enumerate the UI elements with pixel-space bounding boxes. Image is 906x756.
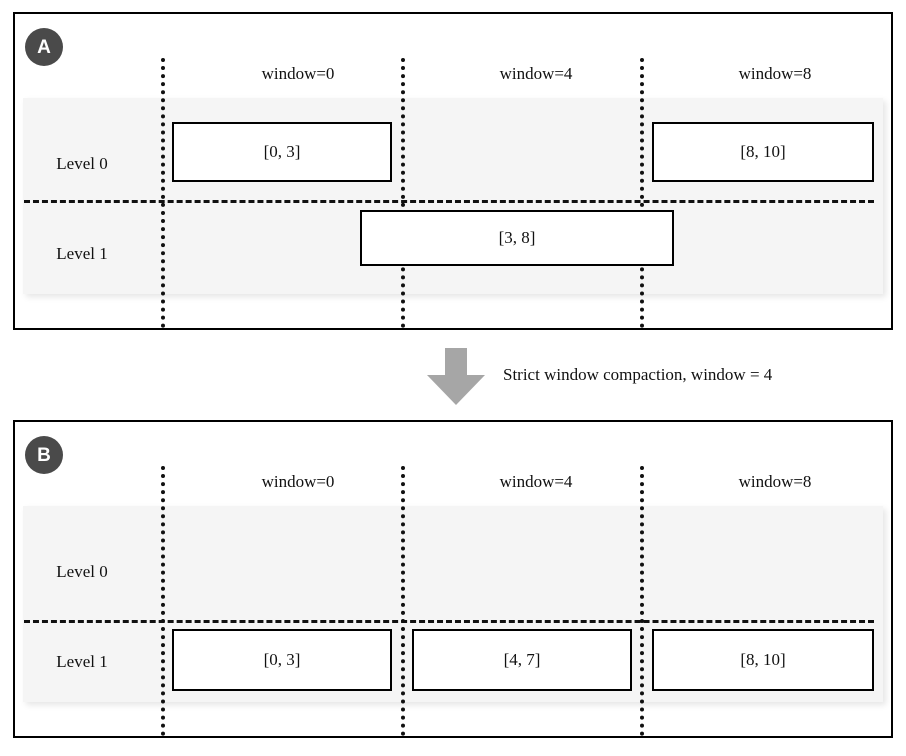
arrow-head xyxy=(427,375,485,405)
panel-a-window-divider-1 xyxy=(401,58,405,328)
panel-b-window-header-0: window=0 xyxy=(261,472,335,491)
panel-b-window-divider-0 xyxy=(161,466,165,736)
panel-b-level-separator xyxy=(24,620,874,623)
panel-a: A window=0 window=4 window=8 Level 0 Lev… xyxy=(13,12,893,330)
panel-a-window-header-0: window=0 xyxy=(261,64,335,83)
panel-a-level-label-1: Level 1 xyxy=(56,244,108,263)
panel-b-window-divider-2 xyxy=(640,466,644,736)
panel-b-segment-box: [4, 7] xyxy=(412,629,632,691)
arrow-shaft xyxy=(445,348,467,376)
panel-b-window-divider-1 xyxy=(401,466,405,736)
panel-b-badge: B xyxy=(25,436,63,474)
down-arrow-icon xyxy=(427,348,485,406)
panel-a-segment-box: [0, 3] xyxy=(172,122,392,182)
panel-b-segment-box: [0, 3] xyxy=(172,629,392,691)
panel-a-segment-box: [3, 8] xyxy=(360,210,674,266)
panel-a-level-label-0: Level 0 xyxy=(56,154,108,173)
panel-b-window-header-1: window=4 xyxy=(499,472,573,491)
panel-b-level-label-1: Level 1 xyxy=(56,652,108,671)
panel-a-window-header-1: window=4 xyxy=(499,64,573,83)
panel-a-segment-box: [8, 10] xyxy=(652,122,874,182)
panel-b-window-header-2: window=8 xyxy=(738,472,812,491)
panel-a-badge: A xyxy=(25,28,63,66)
panel-b: B window=0 window=4 window=8 Level 0 Lev… xyxy=(13,420,893,738)
panel-a-window-header-2: window=8 xyxy=(738,64,812,83)
panel-b-level-label-0: Level 0 xyxy=(56,562,108,581)
panel-a-window-divider-0 xyxy=(161,58,165,328)
panel-a-window-divider-2 xyxy=(640,58,644,328)
panel-a-level-separator xyxy=(24,200,874,203)
transition-caption: Strict window compaction, window = 4 xyxy=(503,365,773,384)
panel-b-segment-box: [8, 10] xyxy=(652,629,874,691)
